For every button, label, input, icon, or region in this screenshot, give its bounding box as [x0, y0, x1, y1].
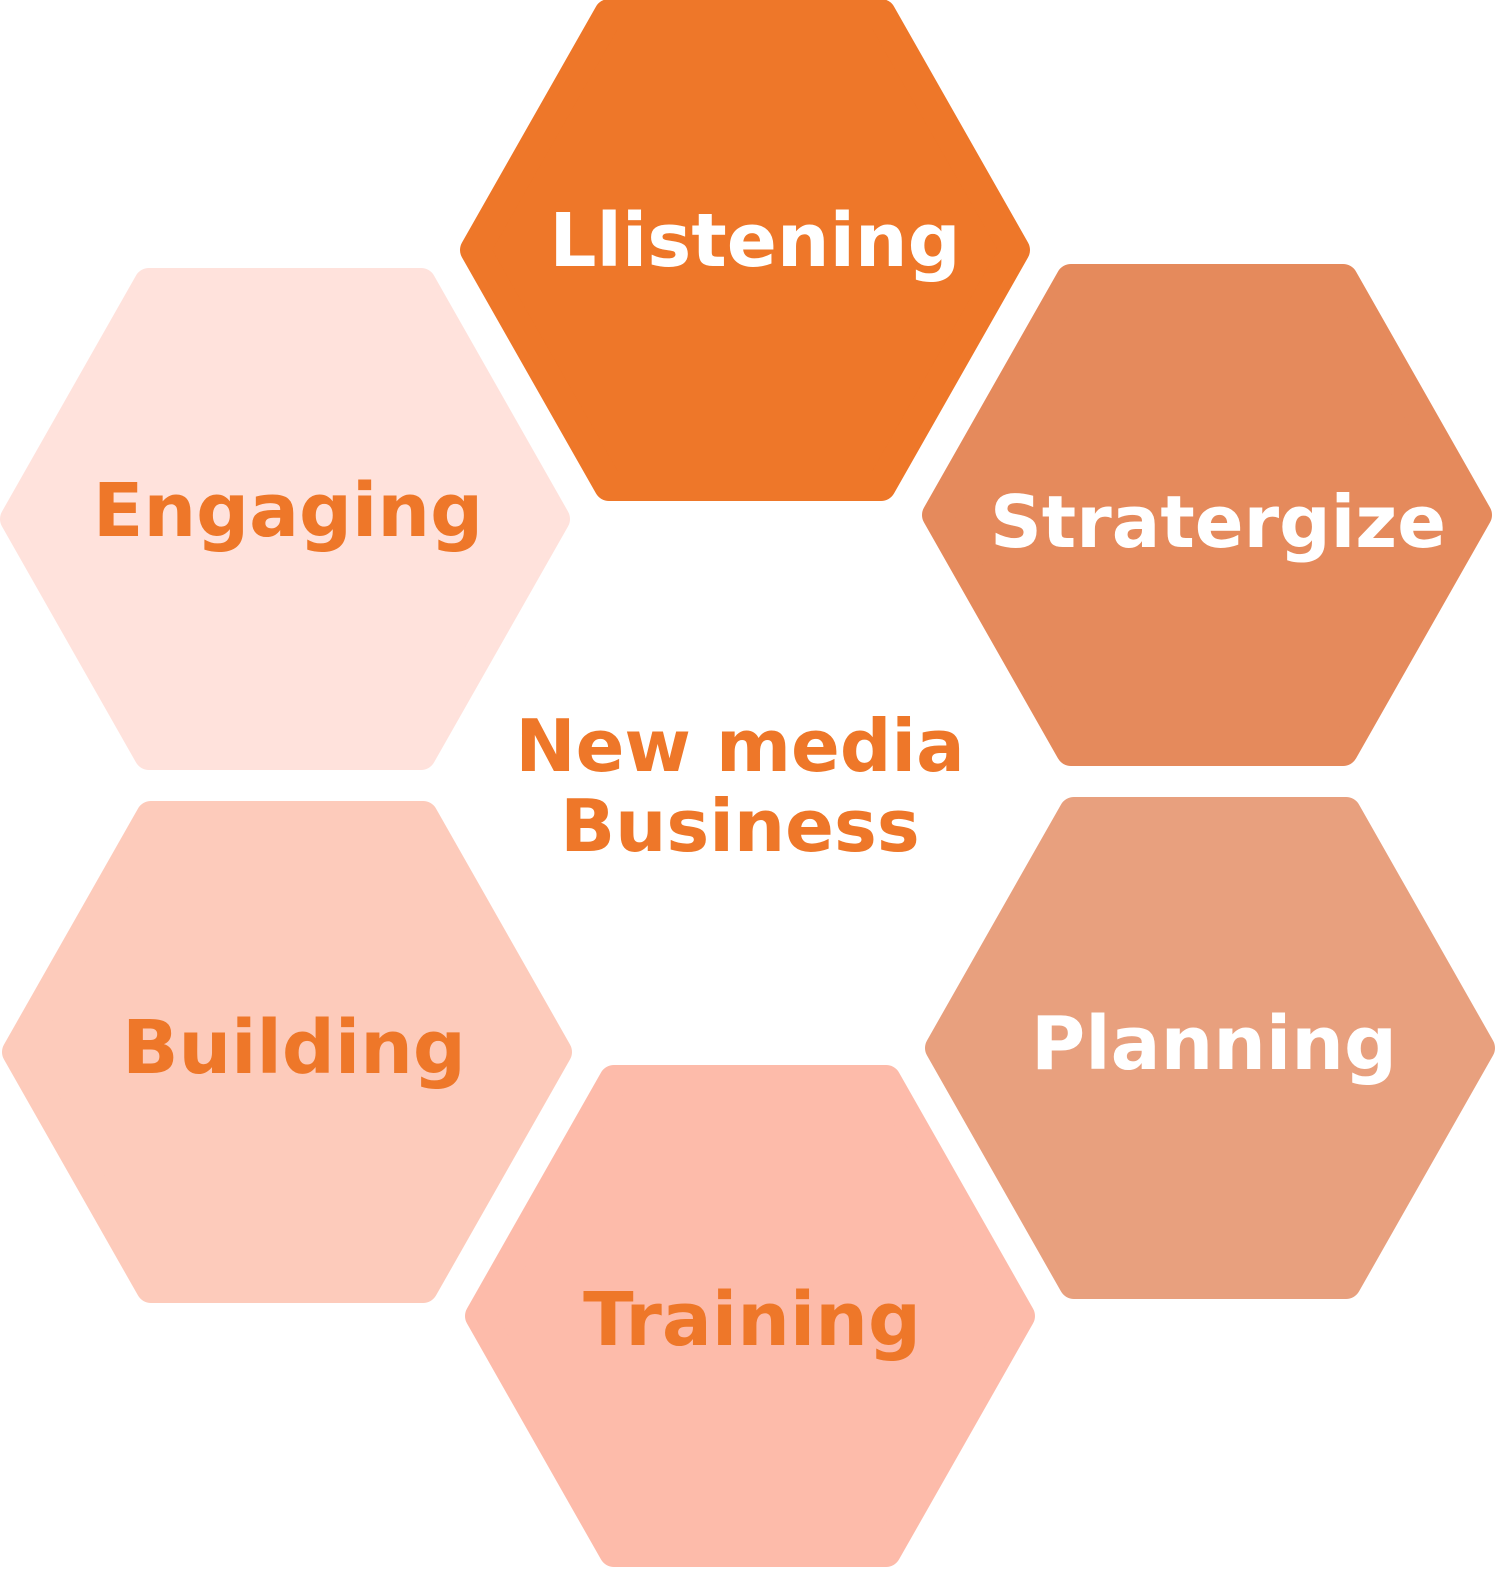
hexagon-stratergize: Stratergize	[922, 264, 1492, 766]
hexagon-building: Building	[2, 801, 572, 1303]
hexagon-label: Planning	[1031, 1001, 1397, 1087]
hexagon-shape	[460, 0, 1030, 501]
hexagon-shape	[465, 1065, 1035, 1567]
hexagon-label: Engaging	[93, 468, 483, 554]
hexagon-shape	[922, 264, 1492, 766]
hexagon-label: Building	[122, 1005, 466, 1091]
hexagon-label: Stratergize	[990, 480, 1446, 564]
hexagon-label: Training	[583, 1277, 921, 1363]
hexagon-planning: Planning	[925, 797, 1495, 1299]
hexagon-listening: Llistening	[460, 0, 1030, 501]
hexagon-shape	[0, 268, 570, 770]
center-title-line2: Business	[560, 784, 919, 868]
center-title-line1: New media	[515, 704, 964, 788]
hexagon-engaging: Engaging	[0, 268, 570, 770]
hexagon-shape	[925, 797, 1495, 1299]
hexagon-shape	[2, 801, 572, 1303]
hexagon-label: Llistening	[549, 198, 960, 284]
hexagon-training: Training	[465, 1065, 1035, 1567]
